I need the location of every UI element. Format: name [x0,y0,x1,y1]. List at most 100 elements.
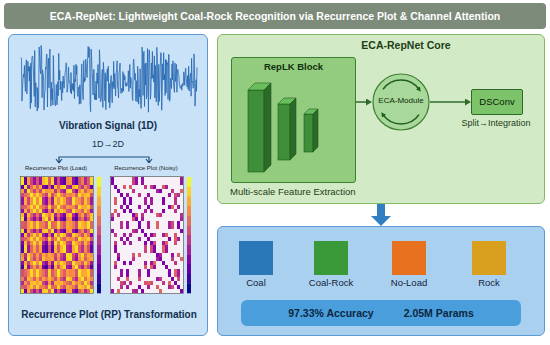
plot-cell [72,229,75,233]
plot-cell [132,265,135,269]
plot-cell [180,233,183,237]
plot-cell [159,249,162,253]
plot-cell [159,285,162,289]
plot-cell [54,273,57,277]
plot-cell [45,177,48,181]
plot-cell [66,197,69,201]
plot-cell [24,249,27,253]
plot-cell [117,201,120,205]
plot-cell [126,217,129,221]
plot-cell [57,197,60,201]
plot-cell [42,233,45,237]
plot-cell [177,221,180,225]
plot-cell [66,221,69,225]
plot-cell [24,205,27,209]
plot-cell [27,201,30,205]
plot-cell [60,197,63,201]
plot-cell [159,185,162,189]
class-swatch: Rock [472,241,506,275]
plot-cell [75,273,78,277]
plot-cell [153,261,156,265]
plot-cell [111,245,114,249]
plot-cell [84,285,87,289]
plot-cell [153,281,156,285]
plot-cell [84,241,87,245]
plot-cell [42,249,45,253]
plot-cell [123,189,126,193]
plot-cell [159,257,162,261]
plot-cell [51,177,54,181]
plot-cell [30,289,33,293]
plot-cell [126,249,129,253]
plot-cell [159,277,162,281]
plot-cell [129,253,132,257]
plot-cell [138,197,141,201]
plot-cell [141,257,144,261]
plot-cell [177,273,180,277]
plot-cell [42,205,45,209]
plot-cell [48,225,51,229]
plot-cell [174,225,177,229]
plot-title: Recurrence Plot (Noisy) [114,165,178,172]
plot-cell [177,177,180,181]
plot-cell [171,285,174,289]
plot-cell [135,273,138,277]
plot-cell [33,269,36,273]
plot-cell [165,277,168,281]
plot-cell [147,285,150,289]
plot-cell [36,217,39,221]
plot-cell [135,193,138,197]
plot-cell [21,265,24,269]
plot-cell [42,289,45,293]
plot-cell [135,285,138,289]
plot-cell [162,269,165,273]
plot-cell [129,289,132,293]
plot-cell [75,193,78,197]
plot-cell [69,277,72,281]
plot-cell [24,225,27,229]
plot-cell [168,277,171,281]
plot-cell [27,261,30,265]
plot-cell [120,185,123,189]
plot-cell [87,241,90,245]
plot-cell [156,197,159,201]
plot-cell [90,285,93,289]
plot-cell [90,289,93,293]
plot-cell [51,221,54,225]
plot-cell [168,217,171,221]
plot-cell [51,253,54,257]
plot-cell [24,181,27,185]
connector-arrow [430,101,465,103]
plot-cell [129,249,132,253]
plot-cell [36,237,39,241]
plot-cell [114,233,117,237]
plot-cell [39,253,42,257]
plot-cell [168,201,171,205]
plot-cell [114,213,117,217]
plot-cell [39,249,42,253]
plot-cell [162,285,165,289]
plot-cell [120,241,123,245]
plot-cell [21,237,24,241]
plot-cell [174,193,177,197]
plot-cell [66,285,69,289]
plot-cell [69,221,72,225]
plot-cell [174,217,177,221]
plot-cell [27,221,30,225]
plot-cell [138,257,141,261]
plot-cell [180,209,183,213]
plot-cell [69,281,72,285]
plot-cell [177,213,180,217]
plot-cell [132,209,135,213]
plot-cell [87,265,90,269]
plot-cell [24,209,27,213]
plot-cell [51,273,54,277]
plot-cell [123,193,126,197]
plot-cell [114,185,117,189]
plot-cell [39,285,42,289]
plot-cell [54,249,57,253]
plot-cell [33,229,36,233]
plot-cell [45,281,48,285]
plot-cell [72,189,75,193]
plot-cell [87,277,90,281]
